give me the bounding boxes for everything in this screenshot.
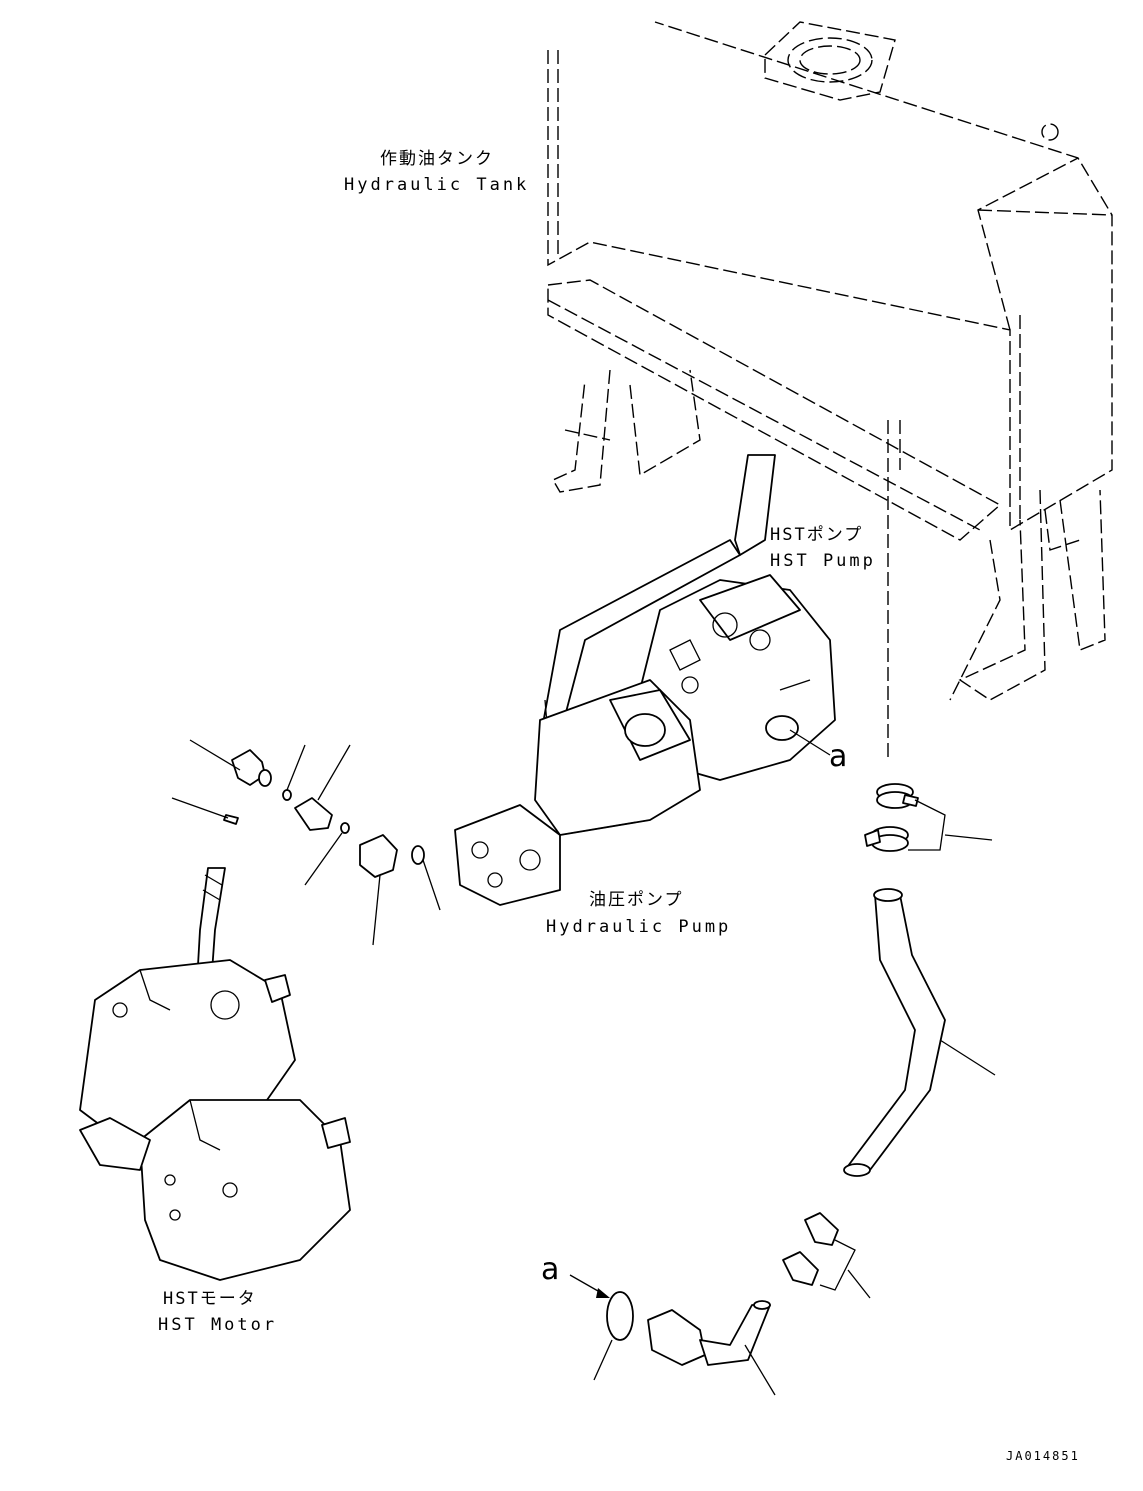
fittings [171,739,441,946]
hst-motor-label-jp: HSTモータ [163,1289,257,1309]
hst-motor-assembly [79,867,351,1281]
hydraulic-tank [547,21,1113,760]
hydraulic-pump-label-en: Hydraulic Pump [546,917,731,937]
suction-hose-set [569,783,996,1396]
hst-pump-assembly [454,454,836,906]
reference-a-upper: a [829,739,847,774]
hydraulic-tank-label-jp: 作動油タンク [380,149,494,169]
hydraulic-pump-label-jp: 油圧ポンプ [589,890,684,910]
hst-pump-label-en: HST Pump [770,551,876,571]
drawing-code: JA014851 [1006,1449,1080,1463]
hst-motor-label-en: HST Motor [158,1315,277,1335]
hydraulic-tank-label-en: Hydraulic Tank [344,175,529,195]
hst-pump-label-jp: HSTポンプ [770,525,863,545]
reference-a-lower: a [541,1252,559,1287]
